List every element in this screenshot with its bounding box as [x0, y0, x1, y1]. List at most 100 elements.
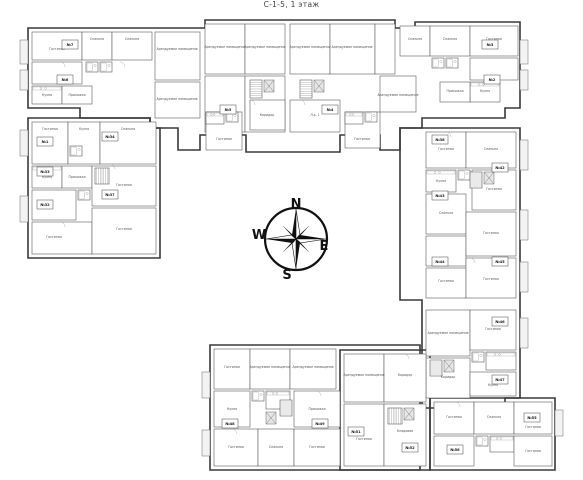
bathtub	[86, 62, 93, 72]
room-label: Гостиная	[438, 279, 454, 283]
apartment-label-box	[483, 74, 501, 85]
compass-diag-sw	[282, 239, 296, 253]
kitchen	[344, 111, 364, 125]
stove-burner	[210, 113, 213, 116]
room-label: Кладовая	[397, 429, 413, 433]
apartment-label-box	[446, 444, 464, 455]
kitchen-counter	[490, 436, 514, 441]
apartment-label: №51	[347, 426, 365, 437]
apartment-number: №7	[67, 43, 74, 47]
bathtub	[365, 112, 372, 122]
bathroom	[475, 435, 489, 447]
apartment-label-box	[36, 166, 54, 177]
apartment-label-box	[321, 104, 339, 115]
compass-label-west: W	[252, 228, 266, 243]
apartment-label-box	[347, 426, 365, 437]
bathtub	[472, 352, 479, 362]
stove-burner	[39, 87, 43, 90]
room	[289, 23, 331, 75]
room-label: Гостиная	[116, 227, 132, 231]
stove-burner	[44, 87, 47, 90]
door-swing	[315, 390, 322, 397]
apartment-label: №5	[219, 104, 237, 115]
apartment-label-box	[491, 256, 509, 267]
sink	[465, 172, 469, 175]
apartment-label-box	[431, 134, 449, 145]
balcony	[201, 429, 211, 457]
apartment-label: №38	[431, 134, 449, 145]
sink	[77, 148, 81, 151]
apartment-number: №56	[450, 448, 460, 452]
room	[213, 348, 251, 390]
room	[293, 428, 341, 467]
door-swing	[231, 428, 238, 435]
stove-burner	[272, 392, 275, 395]
apartment-label-box	[431, 190, 449, 201]
apartment-number: №38	[435, 138, 445, 142]
room-label: Спальня	[487, 415, 501, 419]
room-label: Арендуемое помещение	[249, 365, 290, 369]
compass-arrow-west-half	[265, 234, 297, 240]
stove-burner	[498, 353, 501, 356]
kitchen	[485, 351, 517, 371]
room-label: Кухня	[79, 127, 89, 131]
shaft-cross	[313, 79, 325, 93]
apartment-number: №43	[435, 194, 445, 198]
room-label: Гостиная	[46, 235, 62, 239]
bathtub	[78, 190, 85, 200]
apartment-label-box	[491, 162, 509, 173]
room-label: Гостиная	[438, 147, 454, 151]
sink	[479, 354, 483, 357]
bathtub	[100, 62, 107, 72]
kitchen-counter	[266, 391, 290, 396]
compass-rose: N E S W	[252, 197, 329, 283]
bathtub	[476, 436, 483, 446]
apartment-label-box	[56, 74, 74, 85]
apartment-label: №2	[483, 74, 501, 85]
apartment-label-box	[219, 104, 237, 115]
shaft-cross	[483, 171, 495, 185]
bathtub	[70, 146, 77, 156]
stove-burner	[496, 437, 499, 440]
bathroom	[69, 145, 83, 157]
balcony	[519, 261, 529, 293]
room-label: Гостиная	[486, 37, 502, 41]
room-label: Коридор	[441, 375, 456, 379]
apartment-label: №43	[431, 190, 449, 201]
stove-burner	[275, 392, 278, 395]
room	[81, 31, 113, 61]
compass-label-north: N	[291, 197, 302, 212]
door-swing	[469, 257, 476, 264]
room	[465, 131, 517, 169]
door-swing	[454, 401, 461, 408]
room-label: Прихожая	[446, 89, 463, 93]
room-label: Арендуемое помещение	[377, 93, 418, 97]
apartment-label: №32	[36, 199, 54, 210]
room-label: Кухня	[436, 179, 446, 183]
compass-diag-nw	[282, 225, 296, 239]
bathroom	[251, 390, 265, 402]
apartment-label-box	[481, 39, 499, 50]
room	[513, 435, 553, 467]
apartment-label-box	[36, 199, 54, 210]
door-swing	[299, 99, 306, 106]
room-label: Гостиная	[309, 445, 325, 449]
room-label: Прихожая	[68, 175, 85, 179]
room	[343, 353, 385, 403]
apartment-number: №3	[487, 43, 494, 47]
room-label: Арендуемое помещение	[292, 365, 333, 369]
apartment-label-box	[431, 256, 449, 267]
door-swing	[59, 61, 66, 68]
stove-burner	[477, 83, 481, 86]
sink	[259, 393, 263, 396]
apartment-label: №52	[401, 442, 419, 453]
kitchen-counter	[32, 86, 62, 91]
kitchen-counter	[345, 112, 363, 117]
compass-diag-ne	[296, 225, 310, 239]
apartment-number: №5	[225, 108, 232, 112]
balcony	[19, 195, 29, 223]
apartment-label-box	[101, 131, 119, 142]
room-label: Прихожая	[68, 93, 85, 97]
apartment-label: №33	[36, 166, 54, 177]
